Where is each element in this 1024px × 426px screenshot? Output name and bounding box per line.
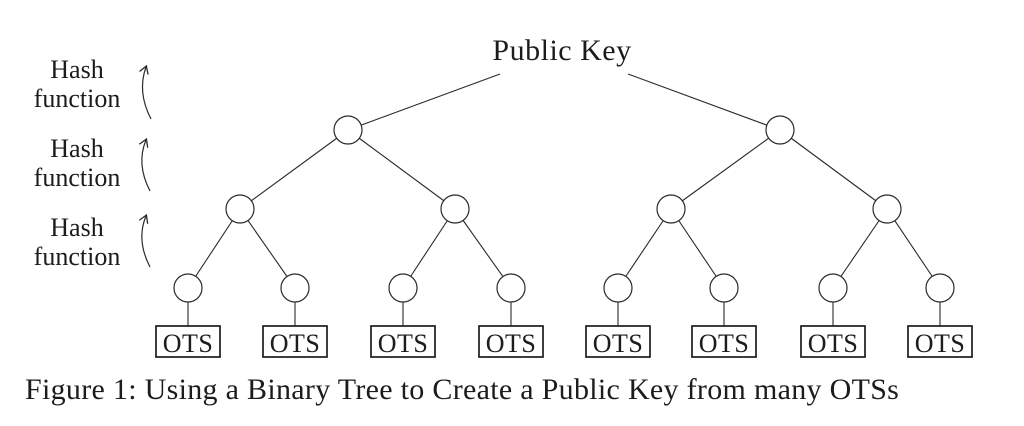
tree-node <box>818 273 848 303</box>
ots-label: OTS <box>270 329 321 358</box>
ots-label: OTS <box>486 329 537 358</box>
tree-edge <box>402 208 456 289</box>
tree-nodes <box>173 115 955 303</box>
tree-edge <box>347 129 456 210</box>
tree-edge <box>239 208 296 289</box>
tree-node <box>333 115 363 145</box>
tree-edge <box>627 73 781 131</box>
tree-node <box>709 273 739 303</box>
tree-edge <box>832 208 888 289</box>
tree-edges <box>187 73 941 327</box>
ots-leaf: OTS <box>262 325 328 358</box>
ots-leaf: OTS <box>155 325 221 358</box>
ots-leaf: OTS <box>800 325 866 358</box>
hash-function-label-line1: Hash <box>50 134 103 163</box>
tree-node <box>388 273 418 303</box>
ots-box <box>585 325 651 358</box>
tree-edge <box>617 208 672 289</box>
figure-caption: Figure 1: Using a Binary Tree to Create … <box>25 373 899 406</box>
hash-function-label-line2: function <box>34 84 121 113</box>
tree-node <box>440 194 470 224</box>
ots-label: OTS <box>593 329 644 358</box>
tree-node <box>872 194 902 224</box>
hash-function-label-line1: Hash <box>50 213 103 242</box>
ots-label: OTS <box>808 329 859 358</box>
tree-node <box>496 273 526 303</box>
ots-label: OTS <box>915 329 966 358</box>
hash-function-label-line2: function <box>34 163 121 192</box>
ots-box <box>262 325 328 358</box>
ots-label: OTS <box>699 329 750 358</box>
tree-edge <box>670 208 725 289</box>
ots-box <box>907 325 973 358</box>
tree-edge <box>779 129 888 210</box>
hash-function-label-line1: Hash <box>50 55 103 84</box>
tree-node <box>173 273 203 303</box>
curved-up-arrow-icon <box>139 64 152 120</box>
public-key-label: Public Key <box>492 34 631 67</box>
tree-node <box>225 194 255 224</box>
tree-node <box>280 273 310 303</box>
ots-leaf: OTS <box>370 325 436 358</box>
ots-label: OTS <box>163 329 214 358</box>
tree-edge <box>347 73 501 131</box>
ots-leaf: OTS <box>691 325 757 358</box>
ots-leaf: OTS <box>907 325 973 358</box>
tree-node <box>656 194 686 224</box>
tree-edge <box>670 129 781 210</box>
tree-edge <box>454 208 512 289</box>
ots-leaves: OTS OTS OTS OTS OTS OTS <box>155 325 973 358</box>
hash-function-label-line2: function <box>34 242 121 271</box>
ots-box <box>478 325 544 358</box>
ots-box <box>691 325 757 358</box>
ots-box <box>370 325 436 358</box>
ots-leaf: OTS <box>478 325 544 358</box>
curved-up-arrow-icon <box>138 213 151 268</box>
tree-node <box>765 115 795 145</box>
tree-edge <box>886 208 941 289</box>
hash-arrows <box>138 64 152 268</box>
curved-up-arrow-icon <box>138 137 151 192</box>
tree-edge <box>187 208 241 289</box>
ots-leaf: OTS <box>585 325 651 358</box>
ots-box <box>800 325 866 358</box>
tree-edge <box>239 129 349 210</box>
ots-label: OTS <box>378 329 429 358</box>
tree-node <box>925 273 955 303</box>
hash-function-labels: Hash function Hash function Hash functio… <box>34 55 121 271</box>
ots-box <box>155 325 221 358</box>
tree-node <box>603 273 633 303</box>
